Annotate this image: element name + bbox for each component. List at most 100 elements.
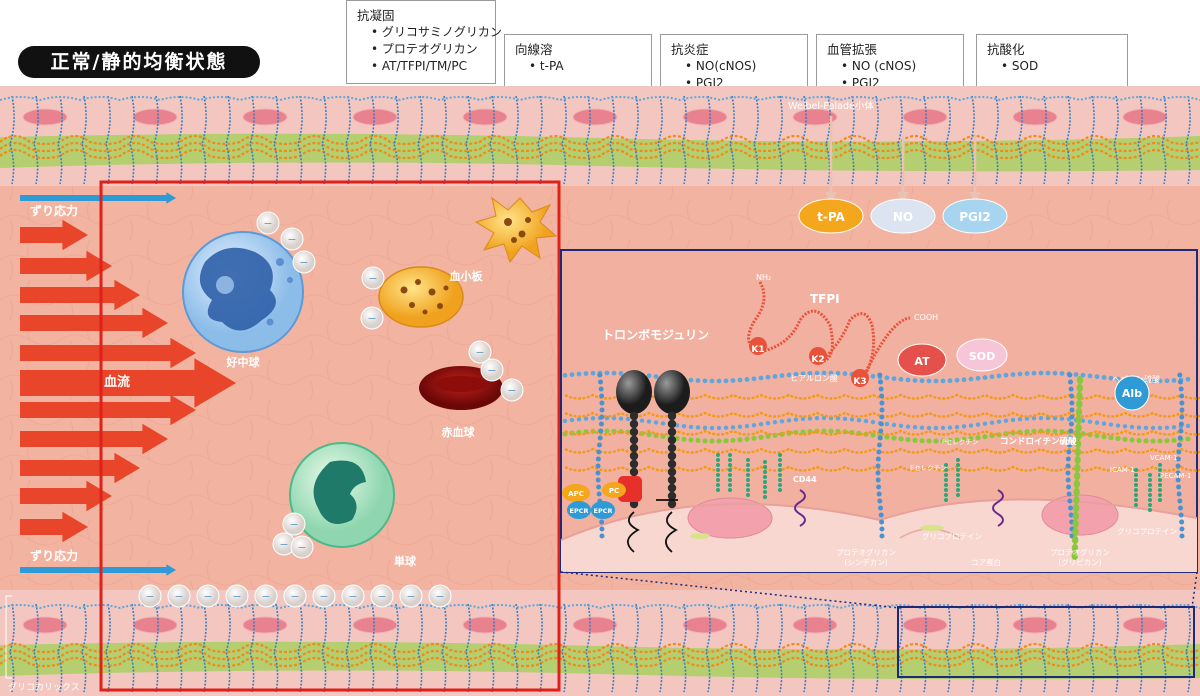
epcr-molecule-1 xyxy=(567,501,591,519)
glycocalyx-label: グリコカリックス xyxy=(8,681,80,693)
minus-sign: − xyxy=(368,272,377,285)
e-selectin-label: Eセレクチン xyxy=(910,464,947,472)
function-box-item: t-PA xyxy=(515,58,641,75)
minus-sign: − xyxy=(367,312,376,325)
minus-sign: − xyxy=(174,590,183,603)
minus-sign: − xyxy=(487,364,496,377)
at-label: AT xyxy=(914,355,930,368)
zoom-source-frame xyxy=(897,606,1195,678)
function-box-item: SOD xyxy=(987,58,1117,75)
no-ellipse xyxy=(870,198,936,234)
rbc-label: 赤血球 xyxy=(442,425,476,439)
vessel-wall-top xyxy=(0,95,1200,185)
monocyte-label: 単球 xyxy=(394,554,417,568)
minus-sign: − xyxy=(475,346,484,359)
blood-flow-label: 血流 xyxy=(104,374,130,390)
flow-arrows xyxy=(20,192,236,576)
core-protein-label: コア蛋白 xyxy=(971,557,1001,567)
pecam-label: PECAM-1 xyxy=(1160,472,1191,480)
syndecan-label: プロテオグリカン(シンデカン) xyxy=(836,547,896,567)
function-box-item: AT/TFPI/TM/PC xyxy=(357,58,485,75)
function-box-1: 向線溶t-PA xyxy=(504,34,652,90)
minus-sign: − xyxy=(290,590,299,603)
minus-sign: − xyxy=(377,590,386,603)
no-label: NO xyxy=(893,210,913,224)
platelet-activated xyxy=(474,196,558,264)
apc-molecule xyxy=(562,484,590,502)
shear-stress-top-label: ずり応力 xyxy=(30,203,78,218)
function-box-3: 血管拡張NO (cNOS)PGI2 xyxy=(816,34,964,90)
minus-sign: − xyxy=(145,590,154,603)
icam-label: ICAM-1 xyxy=(1110,466,1135,474)
minus-sign: − xyxy=(261,590,270,603)
cd44-label: CD44 xyxy=(793,475,817,484)
function-box-heading: 抗酸化 xyxy=(987,42,1025,57)
glycoprotein-right-label: グリコプロテイン xyxy=(1117,526,1177,536)
pc-label: PC xyxy=(609,487,619,495)
rbc-cell xyxy=(419,366,503,410)
apc-label: APC xyxy=(568,490,584,498)
epcr-label-2: EPCR xyxy=(594,507,613,515)
sod-molecule xyxy=(956,338,1008,372)
minus-sign: − xyxy=(232,590,241,603)
minus-sign: − xyxy=(319,590,328,603)
pgi2-label: PGI2 xyxy=(959,210,990,224)
function-box-heading: 抗凝固 xyxy=(357,8,395,23)
tpa-ellipse xyxy=(798,198,864,234)
k3-label: K3 xyxy=(853,377,866,387)
minus-sign: − xyxy=(406,590,415,603)
platelet-label: 血小板 xyxy=(450,269,484,283)
sod-label: SOD xyxy=(969,350,995,363)
epcr-label-1: EPCR xyxy=(570,507,589,515)
function-box-item: プロテオグリカン xyxy=(357,41,485,58)
page-title: 正常/静的均衡状態 xyxy=(18,46,260,78)
shear-stress-bottom-label: ずり応力 xyxy=(30,548,78,563)
function-box-0: 抗凝固グリコサミノグリカンプロテオグリカンAT/TFPI/TM/PC xyxy=(346,0,502,84)
neutrophil-cell xyxy=(182,231,304,353)
alb-label: Alb xyxy=(1122,387,1142,400)
minus-sign: − xyxy=(203,590,212,603)
weibel-palade-arrows xyxy=(825,116,981,203)
function-box-heading: 向線溶 xyxy=(515,42,553,57)
glypican-label: プロテオグリカン(グリピカン) xyxy=(1050,547,1110,567)
negative-charges: −−−−−−−−−−−−−−−−−−−−−− xyxy=(138,211,524,608)
glycoprotein-small-label: グリコプロテイン xyxy=(922,531,982,541)
minus-sign: − xyxy=(287,233,296,246)
function-box-item: NO (cNOS) xyxy=(827,58,953,75)
minus-sign: − xyxy=(507,384,516,397)
neutrophil-label: 好中球 xyxy=(226,355,261,369)
zoom-connector-right xyxy=(1191,571,1198,609)
zoom-panel-detail xyxy=(562,281,1200,561)
minus-sign: − xyxy=(279,538,288,551)
function-box-2: 抗炎症NO(cNOS)PGI2 xyxy=(660,34,808,90)
k1-label: K1 xyxy=(751,345,764,355)
cell-frame xyxy=(99,180,561,692)
cooh-label: COOH xyxy=(914,313,938,322)
thrombomodulin-label: トロンボモジュリン xyxy=(602,327,709,342)
minus-sign: − xyxy=(289,518,298,531)
vessel-wall-bottom xyxy=(0,603,1200,693)
vcam-label: VCAM-1 xyxy=(1150,454,1177,462)
hyaluronic-label: ヒアルロン酸 xyxy=(790,373,838,383)
pc-molecule xyxy=(602,482,626,498)
minus-sign: − xyxy=(348,590,357,603)
k2-label: K2 xyxy=(811,355,824,365)
minus-sign: − xyxy=(435,590,444,603)
function-box-item: NO(cNOS) xyxy=(671,58,797,75)
platelet-cell xyxy=(378,266,464,328)
epcr-molecule-2 xyxy=(591,501,615,519)
zoom-panel xyxy=(560,249,1198,573)
p-selectin-label: Pセレクチン xyxy=(942,438,978,446)
function-box-item: グリコサミノグリカン xyxy=(357,24,502,41)
minus-sign: − xyxy=(297,541,306,554)
alb-molecule xyxy=(1114,375,1150,411)
minus-sign: − xyxy=(299,256,308,269)
function-box-heading: 血管拡張 xyxy=(827,42,878,57)
monocyte-cell xyxy=(289,442,395,548)
chondroitin-label: コンドロイチン硫酸 xyxy=(1000,436,1077,447)
minus-sign: − xyxy=(263,217,272,230)
pgi2-ellipse xyxy=(942,198,1008,234)
tfpi-label: TFPI xyxy=(810,292,840,306)
